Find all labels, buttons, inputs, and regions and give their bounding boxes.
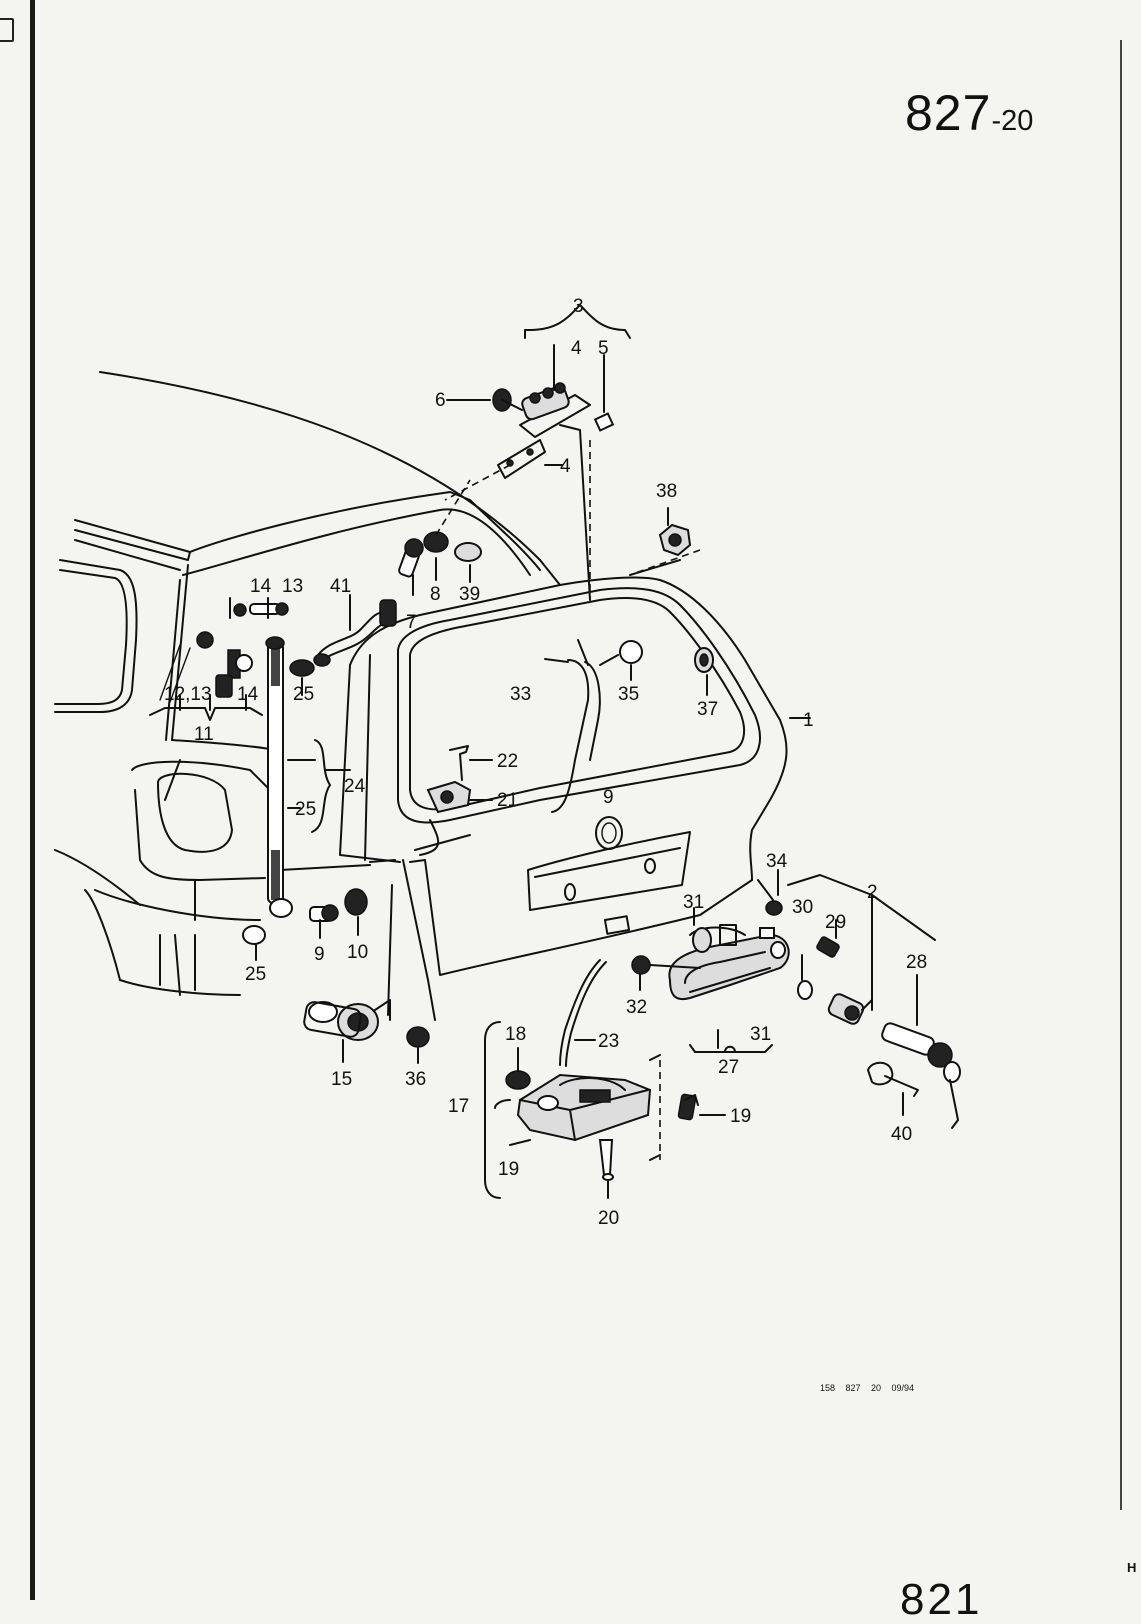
callout-label: 23 [598, 1031, 619, 1052]
tailgate-lock-assembly [484, 959, 726, 1199]
corner-letter: H [1127, 1560, 1137, 1575]
callout-label: 19 [730, 1106, 751, 1127]
callout-label: 8 [430, 584, 441, 605]
callout-label: 3 [573, 296, 584, 317]
callout-label: 39 [459, 584, 480, 605]
page-number-suffix: -20 [991, 105, 1034, 137]
callout-label: 41 [330, 576, 351, 597]
callout-label: 25 [293, 684, 314, 705]
callout-label: 31 [750, 1024, 771, 1045]
callout-label: 29 [825, 912, 846, 933]
callout-label: 20 [598, 1208, 619, 1229]
callout-label: 36 [405, 1069, 426, 1090]
tailgate-panel [339, 576, 788, 981]
gas-strut-and-brackets [149, 594, 397, 961]
callout-label: 31 [683, 892, 704, 913]
interior-trim-parts [426, 640, 811, 814]
buffers-and-bolts [398, 479, 701, 596]
next-page-number: 821 [900, 1575, 983, 1624]
callout-labels: 1 2 3 4 5 4 6 7 8 39 38 14 13 41 12,13 1… [164, 296, 927, 1229]
page-number-main: 827 [905, 85, 992, 141]
callout-label: 14 [237, 684, 259, 705]
callout-label: 35 [618, 684, 639, 705]
callout-label: 1 [803, 710, 814, 731]
callout-label: 5 [598, 338, 609, 359]
callout-label: 22 [497, 751, 518, 772]
handle-and-lock-cylinder [631, 869, 961, 1129]
footer-reference-code: 158 827 20 09/94 [820, 1383, 915, 1393]
callout-label: 9 [314, 944, 325, 965]
callout-label: 24 [344, 776, 366, 797]
callout-label: 28 [906, 952, 927, 973]
page-binding-edge [30, 0, 35, 1600]
callout-label: 6 [435, 390, 446, 411]
page-number: 827-20 [905, 88, 1033, 146]
callout-label: 2 [867, 882, 878, 903]
callout-label: 11 [194, 724, 214, 745]
callout-label: 33 [510, 684, 531, 705]
callout-label: 27 [718, 1057, 739, 1078]
callout-label: 30 [792, 897, 813, 918]
callout-label: 32 [626, 997, 647, 1018]
callout-label: 34 [766, 851, 788, 872]
lower-left-parts [303, 884, 436, 1064]
callout-label: 7 [406, 612, 417, 633]
callout-label: 15 [331, 1069, 352, 1090]
vehicle-body-outline [54, 371, 561, 996]
callout-label: 17 [448, 1096, 469, 1117]
callout-label: 19 [498, 1159, 519, 1180]
callout-label: 4 [560, 456, 571, 477]
callout-label: 21 [497, 790, 518, 811]
callout-label: 4 [571, 338, 582, 359]
callout-label: 13 [282, 576, 303, 597]
callout-label: 9 [603, 787, 614, 808]
hinge-assembly [444, 304, 631, 601]
callout-label: 18 [505, 1024, 526, 1045]
callout-label: 25 [295, 799, 316, 820]
callout-label: 25 [245, 964, 266, 985]
corner-box-icon [0, 18, 14, 42]
callout-label: 14 [250, 576, 272, 597]
page-right-edge [1120, 40, 1122, 1510]
callout-label: 10 [347, 942, 368, 963]
callout-label: 40 [891, 1124, 912, 1145]
callout-label: 38 [656, 481, 677, 502]
callout-label: 12,13 [164, 684, 212, 705]
callout-label: 37 [697, 699, 718, 720]
